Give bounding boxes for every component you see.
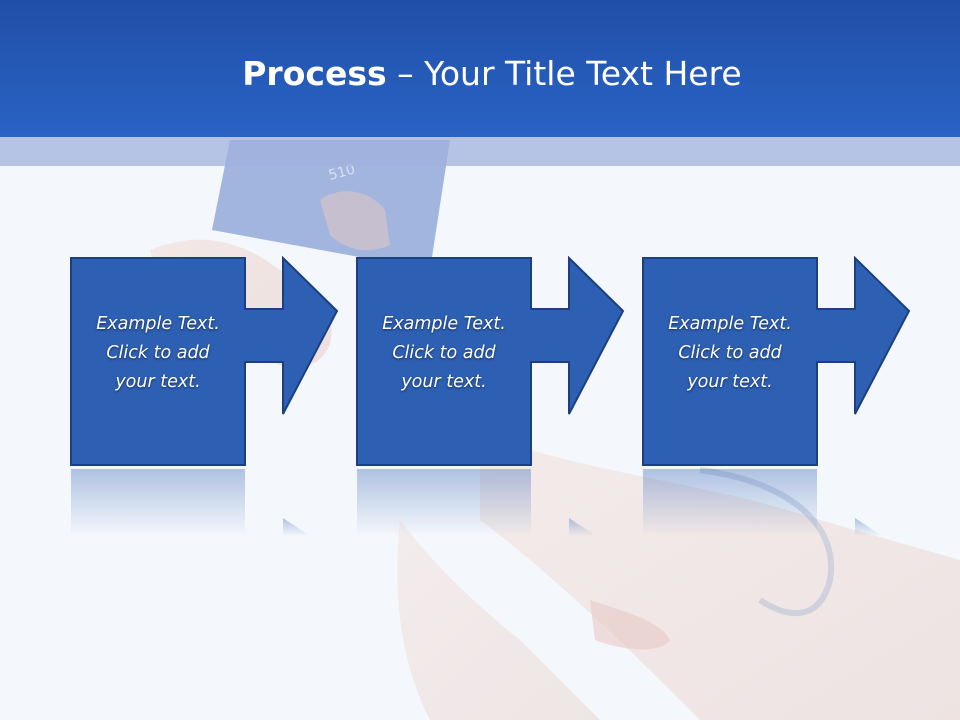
step-text[interactable]: Example Text. Click to add your text. (668, 314, 792, 392)
slide-title[interactable]: Process – Your Title Text Here (0, 52, 960, 96)
title-rest: – Your Title Text Here (386, 54, 742, 93)
step-text[interactable]: Example Text. Click to add your text. (96, 314, 220, 392)
svg-text:510: 510 (327, 161, 357, 183)
process-step-2[interactable]: Example Text. Click to add your text. (356, 256, 626, 546)
step-arrow-shape (356, 256, 625, 536)
title-bold: Process (242, 54, 387, 93)
step-text[interactable]: Example Text. Click to add your text. (382, 314, 506, 392)
step-arrow-shape (70, 256, 339, 536)
process-step-1[interactable]: Example Text. Click to add your text. (70, 256, 340, 546)
header-accent-band (0, 137, 960, 166)
step-arrow-shape (642, 256, 911, 536)
title-bar (0, 0, 960, 137)
process-step-3[interactable]: Example Text. Click to add your text. (642, 256, 912, 546)
